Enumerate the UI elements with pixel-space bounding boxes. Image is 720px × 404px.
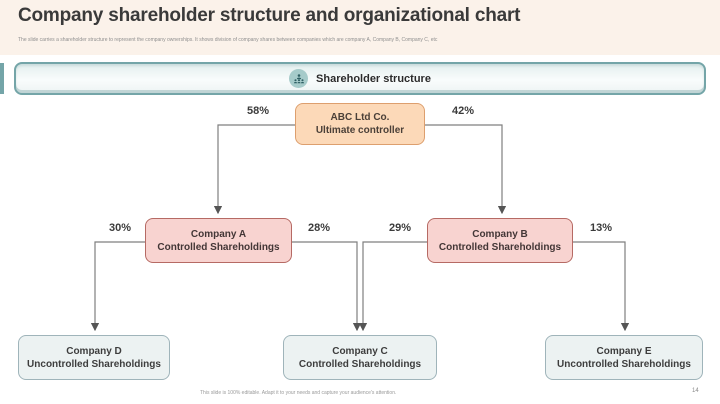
node-d-role: Uncontrolled Shareholdings (27, 358, 161, 370)
node-company-c: Company C Controlled Shareholdings (283, 335, 437, 380)
node-abc-name: ABC Ltd Co. (330, 112, 390, 123)
left-edge-accent (0, 63, 4, 94)
ownership-percentage-abc-a: 58% (246, 105, 270, 117)
ownership-percentage-a-d: 30% (108, 222, 132, 234)
page-title: Company shareholder structure and organi… (18, 5, 521, 26)
edge-a-to-d (90, 241, 145, 332)
people-group-icon (289, 69, 309, 88)
footer-note: This slide is 100% editable. Adapt it to… (200, 390, 397, 396)
section-banner-label: Shareholder structure (316, 72, 431, 85)
edge-abc-to-b (425, 124, 507, 215)
page-subtitle: The slide carries a shareholder structur… (18, 37, 438, 43)
node-company-b: Company B Controlled Shareholdings (427, 218, 573, 263)
section-banner: Shareholder structure (14, 62, 706, 95)
ownership-percentage-b-e: 13% (589, 222, 613, 234)
ownership-percentage-b-c: 29% (388, 222, 412, 234)
node-c-name: Company C (332, 345, 388, 357)
node-b-role: Controlled Shareholdings (438, 241, 562, 253)
node-abc-role: Ultimate controller (315, 125, 405, 136)
node-a-role: Controlled Shareholdings (157, 241, 280, 253)
edge-a-to-c (292, 241, 362, 332)
node-company-a: Company A Controlled Shareholdings (145, 218, 292, 263)
edge-b-to-e (573, 241, 630, 332)
node-company-e: Company E Uncontrolled Shareholdings (545, 335, 703, 380)
ownership-percentage-abc-b: 42% (451, 105, 475, 117)
node-company-d: Company D Uncontrolled Shareholdings (18, 335, 170, 380)
node-e-role: Uncontrolled Shareholdings (557, 358, 691, 370)
node-d-name: Company D (66, 345, 122, 357)
node-b-name: Company B (472, 228, 528, 240)
node-c-role: Controlled Shareholdings (298, 358, 422, 370)
ownership-percentage-a-c: 28% (307, 222, 331, 234)
edge-b-to-c (358, 241, 427, 332)
page-number: 14 (692, 388, 699, 394)
node-a-name: Company A (190, 228, 247, 240)
node-abc-ltd: ABC Ltd Co. Ultimate controller (295, 103, 425, 145)
edge-abc-to-a (213, 124, 295, 215)
header-band (0, 0, 720, 55)
node-e-name: Company E (596, 345, 652, 357)
